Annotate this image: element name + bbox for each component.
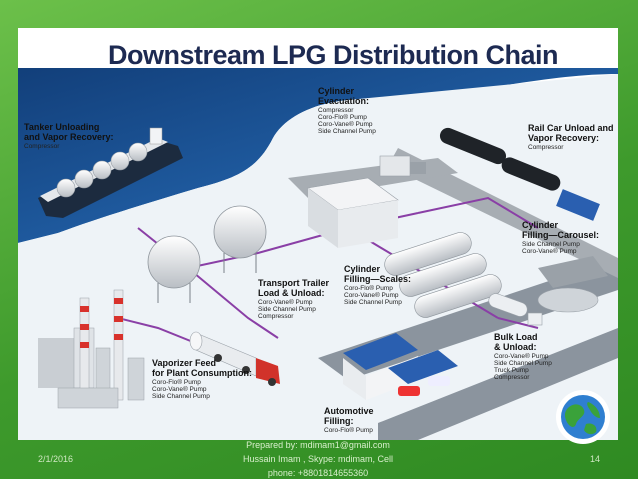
callout-cylinder-evacuation: Cylinder Evacuation: Compressor Coro-Flo…	[318, 86, 376, 135]
svg-text:Coro-Flo® Pump: Coro-Flo® Pump	[324, 426, 373, 434]
diagram-panel: Tanker Unloading and Vapor Recovery: Com…	[18, 28, 618, 440]
credit-line: Prepared by: mdimam1@gmail.com	[246, 440, 390, 450]
svg-text:Coro-Vane® Pump: Coro-Vane® Pump	[494, 352, 549, 360]
svg-text:Filling—Scales:: Filling—Scales:	[344, 274, 411, 284]
svg-text:Coro-Flo® Pump: Coro-Flo® Pump	[344, 284, 393, 292]
footer-credit: Prepared by: mdimam1@gmail.com Hussain I…	[218, 438, 418, 479]
svg-text:Cylinder: Cylinder	[344, 264, 381, 274]
svg-text:Cylinder: Cylinder	[318, 86, 355, 96]
svg-text:Load & Unload:: Load & Unload:	[258, 288, 325, 298]
svg-text:Bulk Load: Bulk Load	[494, 332, 538, 342]
svg-text:Evacuation:: Evacuation:	[318, 96, 369, 106]
svg-text:Cylinder: Cylinder	[522, 220, 559, 230]
cylinder-filling-building	[307, 177, 399, 248]
svg-text:Side Channel Pump: Side Channel Pump	[522, 241, 580, 248]
svg-text:Rail Car Unload and: Rail Car Unload and	[528, 123, 614, 133]
svg-text:Compressor: Compressor	[24, 143, 60, 150]
svg-text:Automotive: Automotive	[324, 406, 374, 416]
rail-tank-cars	[439, 127, 600, 221]
svg-text:Coro-Vane® Pump: Coro-Vane® Pump	[522, 247, 577, 255]
callout-bulk-load: Bulk Load & Unload: Coro-Vane® Pump Side…	[494, 332, 552, 381]
diagram-title: Downstream LPG Distribution Chain	[108, 40, 559, 70]
storage-bullets	[384, 232, 502, 318]
transport-trailer	[189, 331, 280, 386]
svg-text:Side Channel Pump: Side Channel Pump	[344, 299, 402, 306]
lpg-tanker-ship	[38, 127, 183, 218]
lpg-distribution-diagram: Tanker Unloading and Vapor Recovery: Com…	[18, 68, 618, 440]
sea	[18, 68, 618, 243]
svg-text:& Unload:: & Unload:	[494, 342, 537, 352]
svg-text:Compressor: Compressor	[494, 374, 530, 381]
filling-carousel	[537, 256, 608, 313]
globe-icon	[556, 390, 610, 444]
svg-text:Filling—Carousel:: Filling—Carousel:	[522, 230, 599, 240]
svg-text:Compressor: Compressor	[318, 107, 354, 114]
page-number: 14	[590, 454, 601, 464]
svg-text:Coro-Vane® Pump: Coro-Vane® Pump	[344, 291, 399, 299]
svg-text:Compressor: Compressor	[528, 144, 564, 151]
credit-line: phone: +8801814655360	[267, 468, 369, 478]
svg-text:Vapor Recovery:: Vapor Recovery:	[528, 133, 599, 143]
svg-text:Coro-Vane® Pump: Coro-Vane® Pump	[318, 120, 373, 128]
svg-text:Side Channel Pump: Side Channel Pump	[494, 360, 552, 367]
callout-cylinder-scales: Cylinder Filling—Scales: Coro-Flo® Pump …	[344, 264, 411, 306]
callout-transport-trailer: Transport Trailer Load & Unload: Coro-Va…	[258, 278, 330, 320]
svg-text:Coro-Flo® Pump: Coro-Flo® Pump	[318, 113, 367, 121]
svg-text:Side Channel Pump: Side Channel Pump	[258, 306, 316, 313]
callout-rail-car-unload: Rail Car Unload and Vapor Recovery: Comp…	[528, 123, 614, 151]
road-lower	[378, 328, 618, 440]
refinery-plant	[38, 289, 145, 409]
callout-cylinder-carousel: Cylinder Filling—Carousel: Side Channel …	[522, 220, 599, 255]
svg-text:Coro-Vane® Pump: Coro-Vane® Pump	[258, 298, 313, 306]
callout-automotive-filling: Automotive Filling: Coro-Flo® Pump	[324, 406, 374, 434]
footer-date: 2/1/2016	[38, 454, 74, 464]
road-rail	[388, 148, 618, 278]
cylinder-evacuation-unit	[379, 155, 426, 177]
svg-text:Compressor: Compressor	[258, 313, 294, 320]
svg-text:Coro-Vane® Pump: Coro-Vane® Pump	[152, 385, 207, 393]
callout-tanker-unloading: Tanker Unloading and Vapor Recovery: Com…	[24, 122, 114, 150]
credit-line: Hussain Imam , Skype: mdimam, Cell	[242, 454, 394, 464]
svg-text:Truck Pump: Truck Pump	[494, 367, 529, 374]
svg-text:for Plant Consumption:: for Plant Consumption:	[152, 368, 252, 378]
svg-text:and Vapor Recovery:: and Vapor Recovery:	[24, 132, 114, 142]
svg-text:Coro-Flo® Pump: Coro-Flo® Pump	[152, 378, 201, 386]
svg-text:Transport Trailer: Transport Trailer	[258, 278, 330, 288]
spherical-tanks	[147, 205, 267, 289]
svg-text:Filling:: Filling:	[324, 416, 354, 426]
svg-text:Tanker Unloading: Tanker Unloading	[24, 122, 99, 132]
svg-text:Side Channel Pump: Side Channel Pump	[318, 128, 376, 135]
svg-text:Vaporizer Feed: Vaporizer Feed	[152, 358, 216, 368]
bulk-truck	[488, 293, 543, 326]
automotive-filling-station	[343, 333, 458, 400]
callout-vaporizer-feed: Vaporizer Feed for Plant Consumption: Co…	[152, 358, 252, 400]
svg-text:Side Channel Pump: Side Channel Pump	[152, 393, 210, 400]
